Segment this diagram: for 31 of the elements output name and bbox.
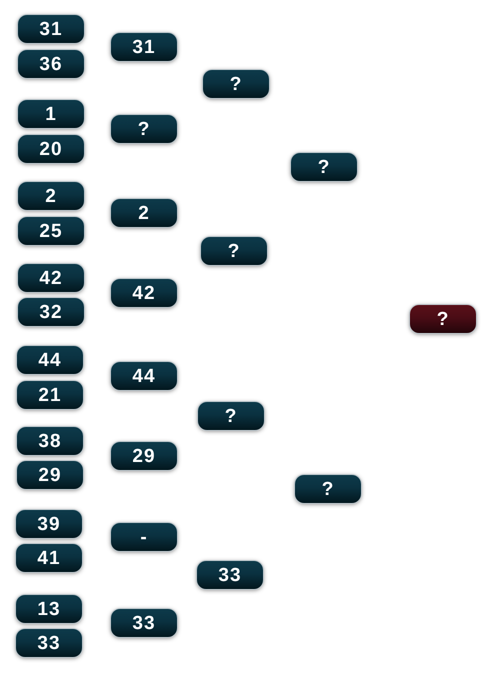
bracket-slot: 31 — [111, 33, 177, 61]
bracket-slot: 31 — [18, 15, 84, 43]
bracket-slot: 20 — [18, 135, 84, 163]
bracket-slot: 44 — [17, 346, 83, 374]
bracket-slot: 41 — [16, 544, 82, 572]
bracket-slot: ? — [203, 70, 269, 98]
bracket-slot: ? — [201, 237, 267, 265]
bracket-slot: 33 — [16, 629, 82, 657]
bracket-slot: 42 — [111, 279, 177, 307]
bracket-slot: 21 — [17, 381, 83, 409]
bracket-slot: 2 — [111, 199, 177, 227]
bracket-slot: 33 — [111, 609, 177, 637]
bracket-slot: ? — [295, 475, 361, 503]
bracket-slot: 32 — [18, 298, 84, 326]
bracket-slot: ? — [198, 402, 264, 430]
bracket-slot: 36 — [18, 50, 84, 78]
bracket-slot: 1 — [18, 100, 84, 128]
bracket-slot: 42 — [18, 264, 84, 292]
bracket-slot: ? — [410, 305, 476, 333]
bracket-slot: - — [111, 523, 177, 551]
bracket-slot: 38 — [17, 427, 83, 455]
bracket-slot: 2 — [18, 182, 84, 210]
bracket-slot: 29 — [17, 461, 83, 489]
bracket-slot: ? — [291, 153, 357, 181]
bracket-slot: 13 — [16, 595, 82, 623]
bracket-slot: 25 — [18, 217, 84, 245]
bracket-slot: ? — [111, 115, 177, 143]
bracket-slot: 39 — [16, 510, 82, 538]
bracket-slot: 29 — [111, 442, 177, 470]
bracket-slot: 33 — [197, 561, 263, 589]
bracket-slot: 44 — [111, 362, 177, 390]
